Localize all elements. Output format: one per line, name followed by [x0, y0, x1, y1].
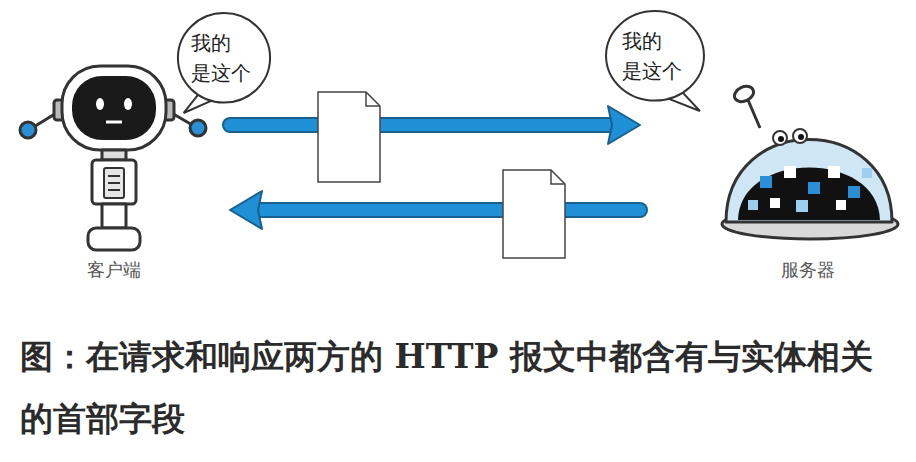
robot-eye	[96, 98, 104, 110]
arrow-shaft	[258, 204, 640, 216]
robot-hand	[20, 122, 36, 138]
message-arrow	[230, 191, 640, 229]
document-page	[318, 92, 380, 182]
role-label: 客户端	[87, 258, 141, 282]
speech-bubble: 我的 是这个	[176, 10, 272, 114]
message-arrow	[230, 106, 640, 144]
role-label: 服务器	[781, 258, 835, 282]
speech-bubble: 我的 是这个	[604, 8, 706, 112]
document-page	[503, 170, 565, 258]
robot-pupil	[798, 134, 804, 140]
dome	[726, 140, 892, 223]
speech-text: 我的 是这个	[622, 26, 688, 86]
robot-hand	[190, 120, 206, 136]
document-fold	[551, 170, 565, 184]
speech-text: 我的 是这个	[191, 28, 257, 88]
document-icon	[503, 170, 565, 258]
arrow-head	[608, 106, 640, 144]
robot-node: 客户端	[20, 60, 230, 288]
robot-panel-line	[108, 189, 120, 191]
document-icon	[318, 92, 380, 182]
server-robot	[722, 83, 898, 239]
antenna-dish	[732, 83, 756, 104]
figure-caption: 图：在请求和响应两方的 HTTP 报文中都含有与实体相关的首部字段	[20, 326, 905, 450]
robot-mouth	[106, 121, 122, 124]
antenna	[748, 100, 760, 128]
robot-eye	[793, 129, 807, 143]
robot-eye	[773, 131, 787, 145]
robot-pupil	[778, 136, 784, 142]
screen-pixels	[748, 166, 872, 212]
robot-node: 服务器	[640, 90, 905, 288]
robot-panel-line	[108, 175, 120, 177]
client-robot	[20, 66, 206, 250]
robot-body	[92, 160, 136, 204]
bubble-body	[178, 13, 270, 102]
arrow-shaft-outline	[258, 202, 640, 218]
robot-panel-line	[108, 182, 120, 184]
dome-screen	[738, 168, 880, 221]
robot-panel	[104, 168, 124, 198]
robot-eye	[124, 98, 132, 110]
robot-base	[88, 228, 140, 250]
bubble-body	[606, 11, 704, 100]
document-fold	[366, 92, 380, 106]
robot-face	[72, 76, 156, 140]
robot-leg	[102, 204, 126, 228]
robot-head	[62, 66, 166, 150]
arrow-head	[230, 191, 262, 229]
arrow-shaft-outline	[230, 117, 612, 133]
arrow-shaft	[230, 119, 612, 131]
